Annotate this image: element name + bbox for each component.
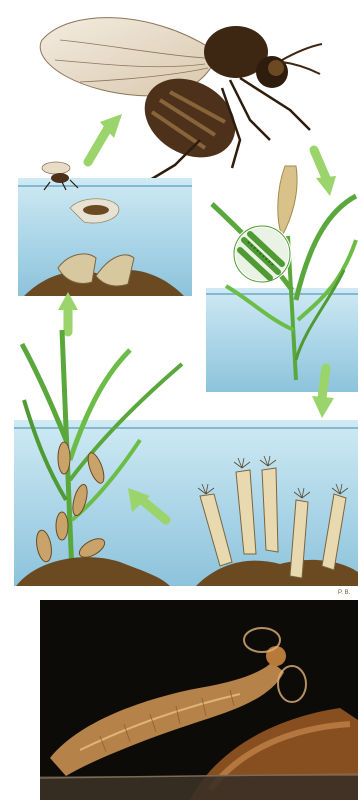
artist-signature: P. B. [338, 590, 351, 596]
egg-panel [206, 166, 358, 392]
adult-fly-icon [40, 18, 322, 180]
arrow-emergence-to-adult [88, 114, 122, 162]
larva-photo-icon [40, 600, 358, 800]
larva-photo [40, 600, 358, 800]
arrow-adult-to-egg [314, 150, 336, 196]
arrow-pupae-to-emergence [58, 292, 78, 332]
magnified-egg-mass-icon [234, 226, 290, 282]
emergence-panel [18, 162, 192, 296]
